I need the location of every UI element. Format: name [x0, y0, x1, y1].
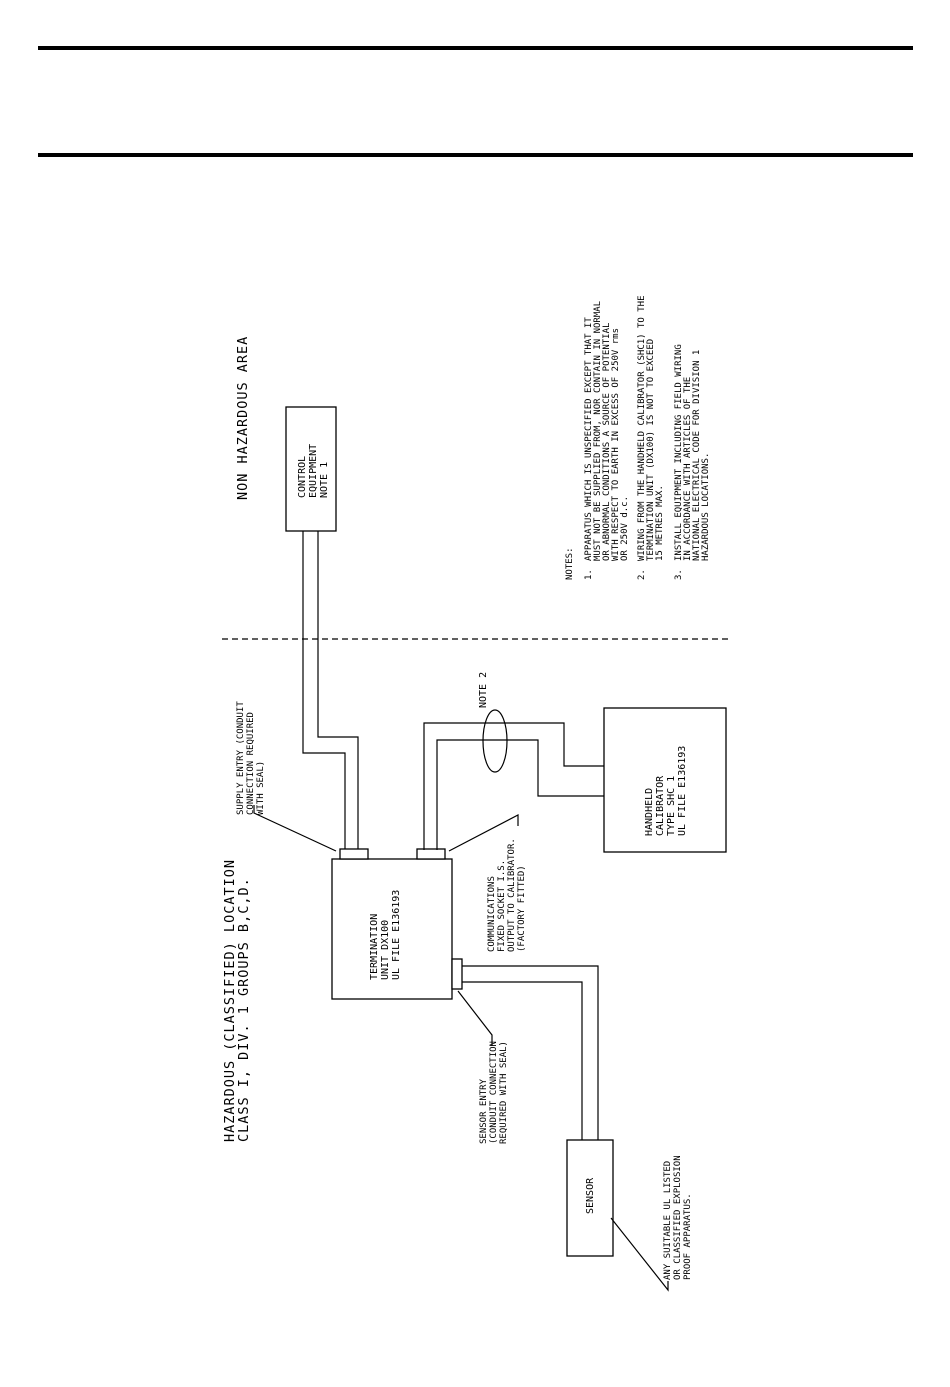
- note-3-line-4: HAZARDOUS LOCATIONS.: [701, 453, 711, 561]
- note-3-line-2: IN ACCORDANCE WITH ARTICLES OF THE: [683, 377, 693, 561]
- supply-conduit-inner: [317, 531, 359, 850]
- note-1-line-2: MUST NOT BE SUPPLIED FROM, NOR CONTAIN I…: [593, 301, 603, 561]
- supply-entry-gland: [339, 848, 369, 860]
- communications-leader: [448, 814, 519, 852]
- control-label-3: NOTE 1: [319, 462, 330, 498]
- hazardous-class-label: CLASS I, DIV. 1 GROUPS B,C,D.: [236, 877, 252, 1142]
- note-1-line-1: APPARATUS WHICH IS UNSPECIFIED EXCEPT TH…: [584, 317, 594, 561]
- note-1-line-5: OR 250V d.c.: [620, 496, 630, 561]
- sensor-cable-inner: [462, 981, 583, 1140]
- calibrator-socket-gland: [416, 848, 446, 860]
- termination-label-2: UNIT DX100: [380, 920, 391, 980]
- supply-entry-label-1: SUPPLY ENTRY (CONDUIT: [236, 701, 246, 815]
- note-2-line-1: WIRING FROM THE HANDHELD CALIBRATOR (SHC…: [637, 295, 647, 561]
- control-label-1: CONTROL: [297, 456, 308, 498]
- top-rule: [38, 46, 913, 50]
- sensor-entry-label-2: (CONDUIT CONNECTION: [489, 1041, 499, 1144]
- apparatus-label-2: OR CLASSIFIED EXPLOSION: [673, 1155, 683, 1280]
- sensor-box: [566, 1139, 614, 1257]
- note2-cable-marker: [482, 709, 508, 773]
- control-equipment-box: [285, 406, 337, 532]
- notes-heading: NOTES:: [565, 547, 575, 580]
- supply-entry-label-2: CONNECTION REQUIRED: [246, 712, 256, 815]
- communications-label-1: COMMUNICATIONS: [487, 876, 497, 952]
- second-rule: [38, 153, 913, 157]
- sensor-cable-outer: [462, 965, 599, 1140]
- communications-label-3: OUTPUT TO CALIBRATOR.: [507, 838, 517, 952]
- communications-label-4: (FACTORY FITTED): [517, 865, 527, 952]
- note-2-number: 2.: [637, 569, 647, 580]
- handheld-calibrator-box: [603, 707, 727, 853]
- supply-conduit-outer: [302, 531, 346, 850]
- note-3-line-1: INSTALL EQUIPMENT INCLUDING FIELD WIRING: [674, 344, 684, 561]
- note-3-number: 3.: [674, 569, 684, 580]
- apparatus-leader: [610, 1217, 669, 1292]
- termination-label-1: TERMINATION: [369, 914, 380, 980]
- sensor-label: SENSOR: [585, 1177, 596, 1214]
- note-1-line-3: OR ABNORMAL CONDITIONS A SOURCE OF POTEN…: [602, 323, 612, 561]
- hazardous-location-label: HAZARDOUS (CLASSIFIED) LOCATION: [222, 859, 238, 1142]
- control-label-2: EQUIPMENT: [308, 444, 319, 498]
- sensor-entry-label-3: REQUIRED WITH SEAL): [499, 1041, 509, 1144]
- calibrator-cable-outer: [423, 722, 604, 850]
- supply-entry-leader: [253, 805, 337, 852]
- note-3-line-3: NATIONAL ELECTRICAL CODE FOR DIVISION 1: [692, 350, 702, 561]
- note-1-line-4: WITH RESPECT TO EARTH IN EXCESS OF 250V …: [611, 328, 621, 561]
- calibrator-label-1: HANDHELD: [644, 788, 655, 836]
- apparatus-label-1: ANY SUITABLE UL LISTED: [663, 1161, 673, 1280]
- calibrator-label-3: TYPE SHC 1: [666, 776, 677, 836]
- sensor-entry-label-1: SENSOR ENTRY: [479, 1078, 489, 1144]
- termination-unit-box: [331, 858, 453, 1000]
- note2-label: NOTE 2: [478, 672, 489, 708]
- sensor-entry-gland: [451, 958, 463, 990]
- note-1-number: 1.: [584, 569, 594, 580]
- apparatus-label-3: PROOF APPARATUS.: [683, 1193, 693, 1280]
- calibrator-cable-inner: [436, 739, 604, 850]
- note-2-line-2: TERMINATION UNIT (DX100) IS NOT TO EXCEE…: [646, 339, 656, 561]
- calibrator-label-2: CALIBRATOR: [655, 775, 666, 836]
- supply-entry-label-3: WITH SEAL): [256, 761, 266, 815]
- non-hazardous-area-label: NON HAZARDOUS AREA: [235, 336, 251, 500]
- calibrator-label-4: UL FILE E136193: [677, 746, 688, 836]
- communications-label-2: FIXED SOCKET I.S.: [497, 860, 507, 952]
- note-2-line-3: 15 METRES MAX.: [655, 485, 665, 561]
- termination-label-3: UL FILE E136193: [391, 890, 402, 980]
- sensor-entry-leader: [457, 990, 493, 1046]
